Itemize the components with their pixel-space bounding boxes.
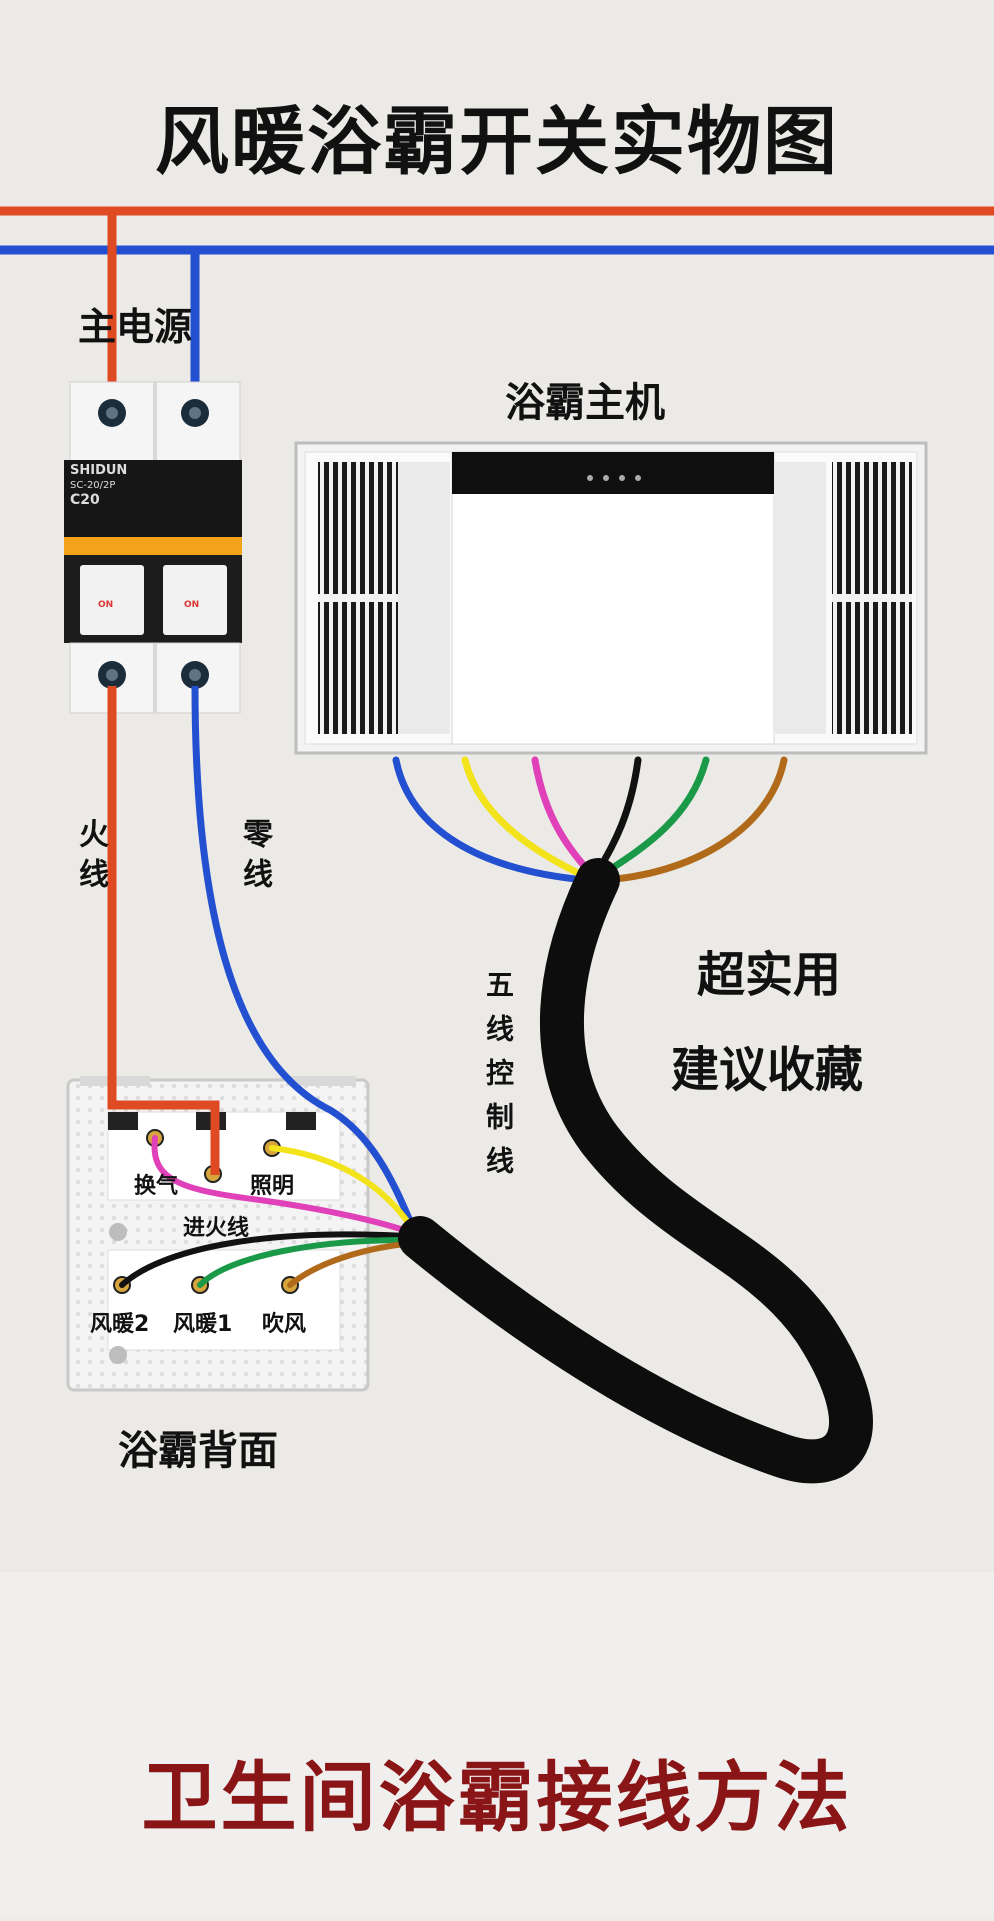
breaker-brand: SHIDUN — [70, 463, 128, 478]
bottom-band — [0, 1572, 994, 1917]
neutral-wire-to-switch — [191, 685, 419, 1234]
bath-heater-unit — [294, 441, 928, 755]
terminal-light-label: 照明 — [250, 1174, 295, 1199]
center-panel — [451, 451, 775, 745]
terminal-vent-label: 换气 — [134, 1174, 179, 1199]
five-wire-control-label: 五线控制线 — [482, 970, 515, 1190]
breaker-on-right: ON — [184, 600, 200, 610]
page-title: 风暖浴霸开关实物图 — [155, 99, 839, 185]
collect-label: 建议收藏 — [671, 1042, 864, 1098]
breaker-handle-bar — [64, 537, 242, 555]
terminal-heat2-label: 风暖2 — [90, 1312, 150, 1337]
breaker-on-left: ON — [98, 600, 114, 610]
heater-host-label: 浴霸主机 — [505, 380, 665, 426]
live-wire-to-switch — [107, 686, 220, 1175]
breaker-model: SC-20/2P — [70, 480, 116, 491]
bottom-title: 卫生间浴霸接线方法 — [141, 1753, 853, 1842]
switch-wires — [119, 1135, 415, 1288]
terminal-blow-label: 吹风 — [262, 1312, 307, 1337]
live-wire-label: 火线 — [73, 818, 108, 898]
switch-back-panel — [66, 1076, 370, 1392]
useful-label: 超实用 — [697, 947, 842, 1003]
five-wire-cable — [398, 858, 873, 1484]
breaker-rating: C20 — [70, 492, 100, 508]
circuit-breaker — [64, 381, 242, 714]
terminal-live-in-label: 进火线 — [183, 1216, 250, 1241]
switch-back-label: 浴霸背面 — [118, 1428, 278, 1474]
terminal-heat1-label: 风暖1 — [173, 1312, 233, 1337]
main-power-label: 主电源 — [78, 305, 193, 349]
control-display — [452, 452, 774, 494]
neutral-wire-label: 零线 — [237, 818, 272, 898]
